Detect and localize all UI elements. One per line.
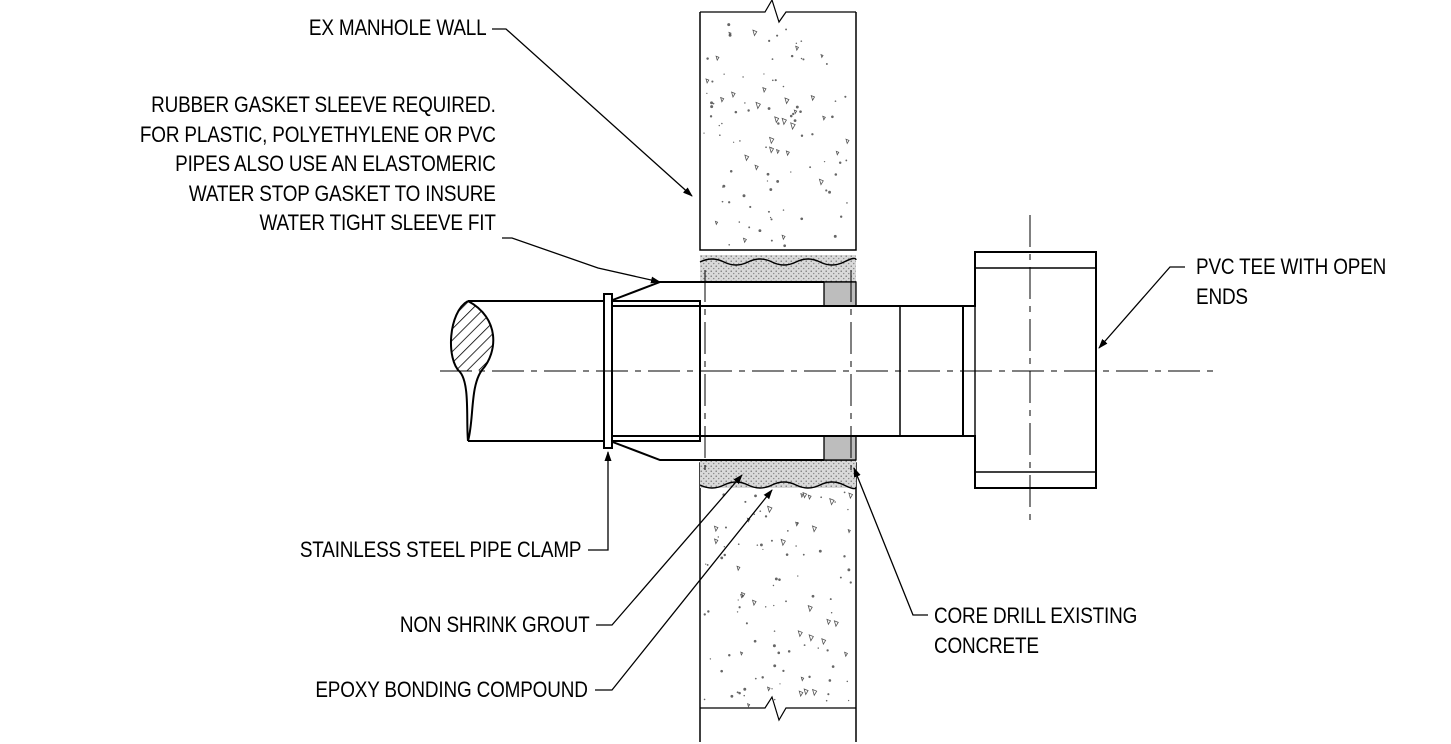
label-gasket-line-5: WATER TIGHT SLEEVE FIT <box>259 210 496 235</box>
pvc-tee <box>963 251 1097 489</box>
leader-epoxy <box>595 489 773 691</box>
label-core-drill-line-2: CONCRETE <box>934 633 1039 658</box>
leader-grout <box>596 474 743 626</box>
leader-manhole-wall <box>492 28 693 197</box>
break-line-top <box>700 0 856 24</box>
label-pvc-tee: PVC TEE WITH OPEN ENDS <box>1196 252 1386 312</box>
label-gasket-line-4: WATER STOP GASKET TO INSURE <box>189 180 496 206</box>
pipe-section-hatch <box>450 301 494 372</box>
leader-pvc-tee <box>1098 266 1185 349</box>
leader-gasket-sleeve <box>502 237 661 284</box>
label-epoxy: EPOXY BONDING COMPOUND <box>315 677 589 702</box>
label-gasket-line-2: FOR PLASTIC, POLYETHYLENE OR PVC <box>140 121 496 147</box>
label-gasket-line-1: RUBBER GASKET SLEEVE REQUIRED. <box>151 92 496 117</box>
concrete-aggregate-texture <box>703 23 854 708</box>
label-manhole-wall: EX MANHOLE WALL <box>308 15 486 40</box>
leader-core-drill <box>853 467 928 616</box>
label-gasket-line-3: PIPES ALSO USE AN ELASTOMERIC <box>175 151 496 176</box>
leader-lines <box>492 28 1185 691</box>
manhole-wall <box>699 0 857 742</box>
label-pipe-clamp: STAINLESS STEEL PIPE CLAMP <box>299 537 581 562</box>
label-core-drill: CORE DRILL EXISTING CONCRETE <box>934 601 1137 661</box>
break-line-bottom <box>700 695 856 722</box>
label-core-drill-line-1: CORE DRILL EXISTING <box>934 603 1138 628</box>
label-pvc-tee-line-2: ENDS <box>1196 284 1248 309</box>
label-grout: NON SHRINK GROUT <box>399 612 589 637</box>
leader-pipe-clamp <box>588 451 612 551</box>
label-gasket-sleeve: RUBBER GASKET SLEEVE REQUIRED. FOR PLAST… <box>140 90 496 238</box>
label-pvc-tee-line-1: PVC TEE WITH OPEN <box>1196 254 1387 279</box>
center-lines <box>440 215 1220 520</box>
